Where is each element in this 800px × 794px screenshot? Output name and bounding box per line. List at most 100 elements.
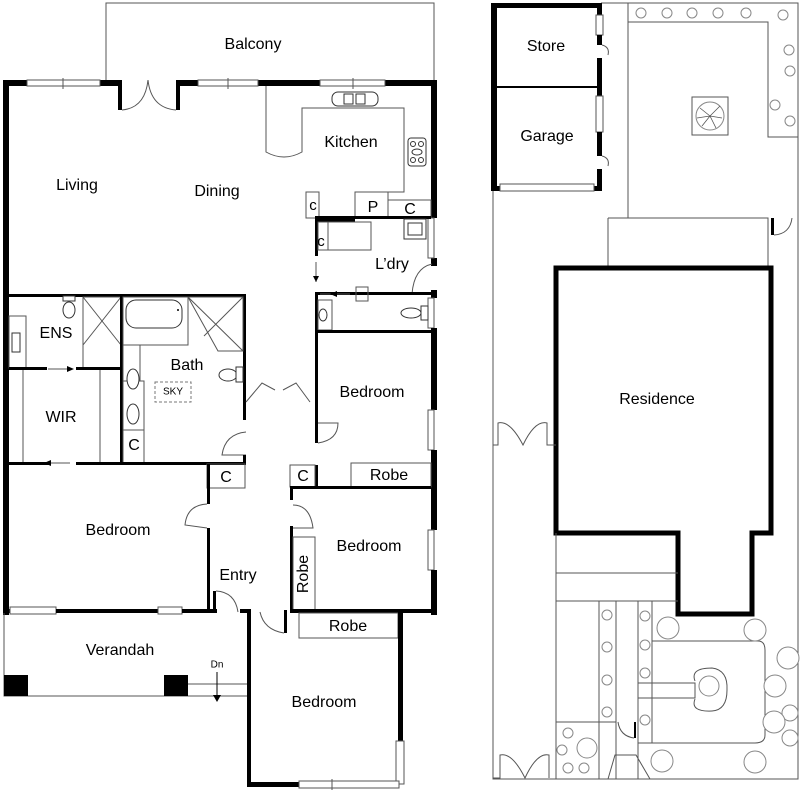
wall (431, 290, 437, 298)
door-swing (317, 422, 339, 444)
window (298, 780, 400, 789)
ladder-icon (355, 286, 369, 302)
wall (207, 528, 210, 610)
basin-bowl (318, 308, 328, 322)
balcony-outline (105, 2, 435, 82)
wall (431, 328, 437, 410)
toilet-cistern (62, 295, 76, 302)
window (395, 740, 405, 785)
arrow-down-icon (213, 695, 221, 702)
toilet-cistern (420, 305, 429, 321)
wall (290, 486, 431, 489)
wall (290, 486, 293, 500)
wall (431, 258, 437, 266)
sink-icon (331, 91, 379, 107)
room-label-robe-east: Robe (370, 467, 408, 484)
wall (213, 591, 216, 613)
door-swing (215, 590, 239, 613)
wall (315, 216, 318, 256)
sink-bowl (343, 93, 354, 105)
water-feature (691, 96, 729, 136)
entry-steps (607, 754, 651, 780)
room-label-bedroom-front: Bedroom (292, 694, 357, 711)
door-swing (411, 263, 433, 295)
room-label-laundry: L’dry (375, 256, 409, 273)
wall (431, 80, 437, 218)
wall (597, 3, 602, 15)
wall (315, 330, 318, 443)
wall (76, 462, 246, 465)
toilet-cistern (235, 366, 244, 383)
wall (3, 80, 27, 86)
wall (398, 609, 403, 741)
door-swing (221, 431, 247, 456)
laundry-bench (317, 221, 372, 251)
tree-cluster (556, 609, 800, 774)
wall (100, 80, 118, 86)
wall (9, 462, 49, 465)
wall (56, 609, 158, 613)
residence-outline (553, 265, 774, 617)
room-label-residence: Residence (619, 391, 695, 408)
door-swing (601, 44, 609, 56)
wall (284, 610, 287, 633)
room-label-robe-vertical: Robe (295, 555, 312, 593)
room-label-verandah: Verandah (86, 642, 155, 659)
door-swing (292, 504, 314, 529)
shower (82, 296, 122, 370)
room-label-dining: Dining (194, 183, 239, 200)
window (157, 606, 183, 615)
basin-bowl (126, 368, 140, 390)
stairs-down-label: Dn (211, 660, 224, 671)
path-strip (638, 682, 696, 699)
laundry-tub-bowl (407, 222, 423, 236)
wall (3, 609, 10, 613)
garden-bed (628, 21, 798, 138)
room-label-cupboard-hall: C (297, 468, 309, 485)
room-label-balcony: Balcony (225, 36, 282, 53)
wall (431, 450, 437, 530)
room-label-bath: Bath (171, 357, 204, 374)
room-label-living: Living (56, 177, 98, 194)
room-label-skylight: SKY (163, 387, 183, 398)
wall (385, 80, 437, 86)
basin-bowl (126, 403, 140, 425)
room-label-cupboard: C (404, 201, 416, 218)
window (595, 14, 604, 36)
lawn-outline (638, 640, 766, 744)
wall (240, 609, 250, 613)
wall (207, 464, 210, 504)
skylight-outline (154, 381, 192, 403)
room-label-entry: Entry (219, 567, 256, 584)
toilet-icon (62, 301, 76, 319)
window (595, 95, 604, 133)
wall (290, 609, 437, 613)
room-label-kitchen: Kitchen (324, 134, 377, 151)
wall (290, 526, 293, 610)
door-swing (617, 721, 635, 739)
room-label-cupboard-hall: C (220, 469, 232, 486)
wall (315, 216, 355, 222)
room-label-bedroom-middle: Bedroom (337, 538, 402, 555)
double-gate (493, 754, 550, 780)
double-gate (493, 422, 556, 447)
garage-door (499, 183, 595, 192)
arrow-icon (330, 291, 337, 297)
wall (247, 609, 251, 785)
window (9, 606, 57, 615)
toilet-icon (400, 307, 422, 319)
wall (597, 132, 602, 156)
wall (243, 295, 246, 420)
bifold-door (245, 382, 311, 403)
wall (491, 3, 602, 8)
door-swing (259, 611, 285, 634)
basin-bowl (11, 332, 21, 353)
wall (176, 80, 198, 86)
room-label-wir: WIR (45, 409, 76, 426)
pond-outline (693, 667, 728, 712)
room-label-ensuite: ENS (40, 325, 73, 342)
toilet-icon (218, 368, 238, 382)
door-swing (773, 217, 793, 236)
path-outline (608, 217, 769, 268)
